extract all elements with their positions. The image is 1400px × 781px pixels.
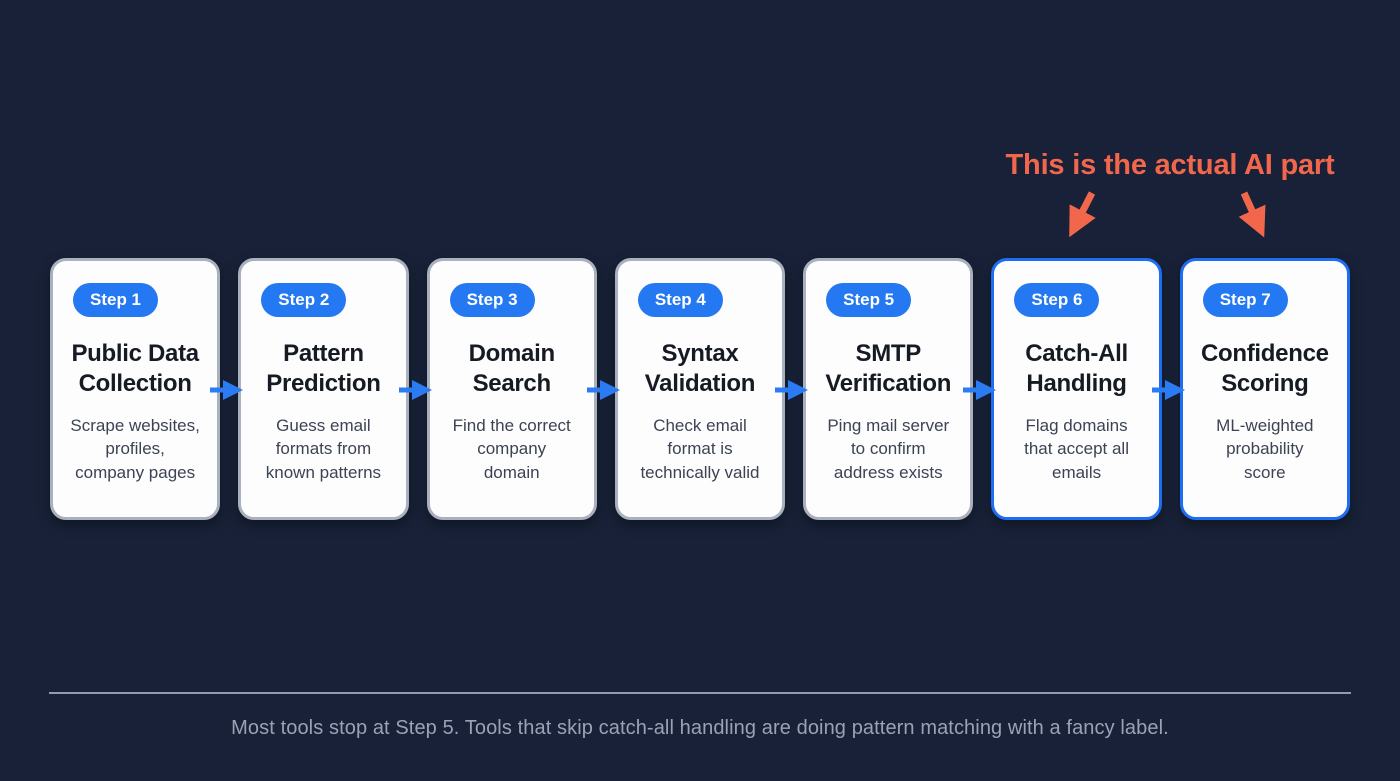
step-badge: Step 5 [826, 283, 912, 317]
flow-arrow-icon [963, 380, 997, 400]
step-description: Scrape websites, profiles, company pages [70, 416, 200, 482]
flow-arrow-icon [586, 380, 620, 400]
annotation-text: This is the actual AI part [1005, 149, 1335, 181]
step-description: Find the correct company domain [452, 416, 571, 482]
step-badge: Step 6 [1014, 283, 1100, 317]
annotation-arrow-left-icon [1069, 191, 1096, 238]
flow-arrow-icon [210, 380, 244, 400]
step-card: Step 6 Catch-All Handling Flag domains t… [991, 258, 1162, 520]
step-badge: Step 7 [1202, 283, 1288, 317]
step-badge: Step 4 [637, 283, 723, 317]
step-card: Step 3 Domain Search Find the correct co… [426, 258, 597, 520]
step-card: Step 2 Pattern Prediction Guess email fo… [238, 258, 409, 520]
step-badge: Step 1 [73, 283, 159, 317]
step-title: Public Data Collection [71, 340, 199, 397]
step-description: Ping mail server to confirm address exis… [827, 416, 950, 482]
flow-connector [210, 258, 244, 520]
flow-connector [775, 258, 809, 520]
flow-connector [1151, 258, 1185, 520]
flow-arrow-icon [775, 380, 809, 400]
footer-caption: Most tools stop at Step 5. Tools that sk… [231, 717, 1169, 739]
step-description: Check email format is technically valid [640, 416, 760, 482]
step-card: Step 5 SMTP Verification Ping mail serve… [803, 258, 974, 520]
step-card: Step 7 Confidence Scoring ML-weighted pr… [1179, 258, 1350, 520]
step-badge: Step 3 [449, 283, 535, 317]
step-description: Flag domains that accept all emails [1024, 416, 1129, 482]
annotation-arrow-right-icon [1238, 191, 1266, 238]
flow-arrow-icon [1151, 380, 1185, 400]
step-description: ML-weighted probability score [1216, 416, 1314, 482]
step-title: Domain Search [468, 340, 556, 397]
step-card: Step 4 Syntax Validation Check email for… [614, 258, 786, 520]
step-description: Guess email formats from known patterns [265, 416, 382, 482]
step-badge: Step 2 [261, 283, 347, 317]
step-card: Step 1 Public Data Collection Scrape web… [50, 258, 221, 520]
step-title: Syntax Validation [644, 340, 756, 397]
step-title: Pattern Prediction [266, 340, 381, 397]
flow-connector [586, 258, 620, 520]
step-title: Catch-All Handling [1025, 340, 1128, 397]
footer-divider [49, 692, 1351, 694]
flow-connector [398, 258, 432, 520]
step-title: Confidence Scoring [1200, 340, 1329, 397]
flow-arrow-icon [398, 380, 432, 400]
steps-row: Step 1 Public Data Collection Scrape web… [50, 258, 1350, 520]
flow-connector [963, 258, 997, 520]
step-title: SMTP Verification [825, 340, 952, 397]
